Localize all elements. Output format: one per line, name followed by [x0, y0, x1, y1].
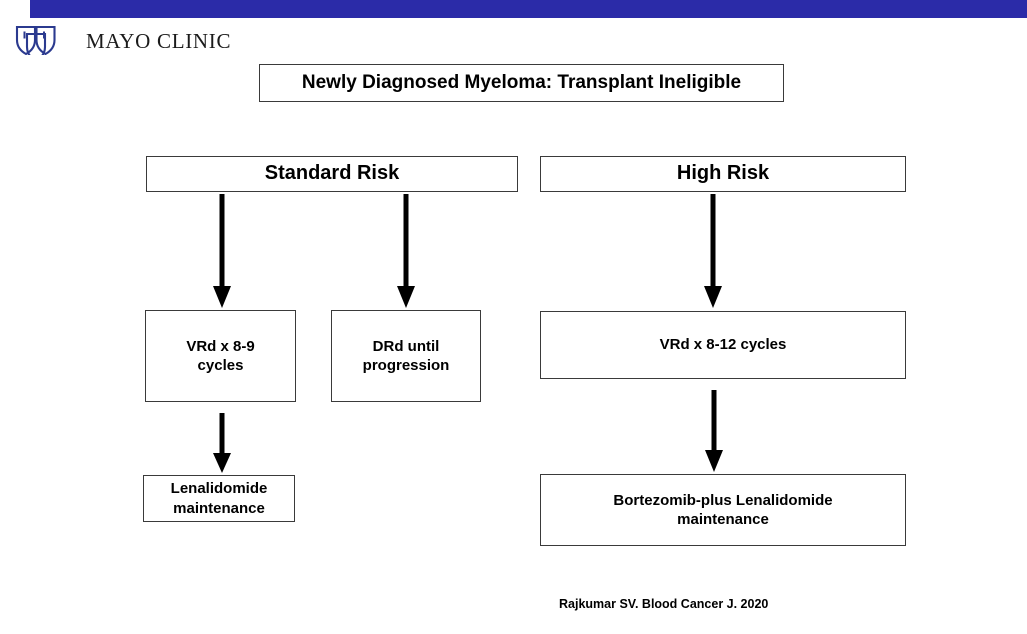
- branch-header-high-risk-label: High Risk: [676, 162, 770, 185]
- treatment-box-vrd-8-12: VRd x 8-12 cycles: [540, 311, 906, 379]
- maintenance-box-lenalidomide: Lenalidomide maintenance: [143, 475, 295, 522]
- mayo-clinic-wordmark: MAYO CLINIC: [86, 28, 232, 53]
- arrow-vrd-to-lenalidomide-maintenance: [212, 413, 232, 475]
- treatment-box-drd-until-progression: DRd until progression: [331, 310, 481, 402]
- maintenance-box-bortezomib-lenalidomide: Bortezomib-plus Lenalidomide maintenance: [540, 474, 906, 546]
- maintenance-box-bortezomib-lenalidomide-label: Bortezomib-plus Lenalidomide maintenance: [613, 491, 833, 528]
- maintenance-box-lenalidomide-label: Lenalidomide maintenance: [170, 480, 268, 517]
- three-shields-icon: [14, 25, 76, 58]
- branch-header-high-risk: High Risk: [540, 156, 906, 192]
- arrow-vrd-to-bortezomib-lenalidomide-maintenance: [704, 390, 724, 474]
- branch-header-standard-risk-label: Standard Risk: [264, 162, 400, 185]
- slide-title-box: Newly Diagnosed Myeloma: Transplant Inel…: [259, 64, 784, 102]
- arrow-standard-risk-to-vrd: [212, 194, 232, 310]
- slide-title-text: Newly Diagnosed Myeloma: Transplant Inel…: [301, 71, 742, 93]
- treatment-box-drd-until-progression-label: DRd until progression: [362, 337, 450, 374]
- treatment-box-vrd-8-12-label: VRd x 8-12 cycles: [659, 336, 787, 354]
- branch-header-standard-risk: Standard Risk: [146, 156, 518, 192]
- mayo-clinic-logo: MAYO CLINIC: [14, 24, 231, 58]
- treatment-box-vrd-8-9: VRd x 8-9 cycles: [145, 310, 296, 402]
- citation-text: Rajkumar SV. Blood Cancer J. 2020: [559, 597, 769, 611]
- treatment-box-vrd-8-9-label: VRd x 8-9 cycles: [186, 337, 255, 374]
- arrow-high-risk-to-vrd: [703, 194, 723, 310]
- header-accent-bar: [30, 0, 1027, 18]
- arrow-standard-risk-to-drd: [396, 194, 416, 310]
